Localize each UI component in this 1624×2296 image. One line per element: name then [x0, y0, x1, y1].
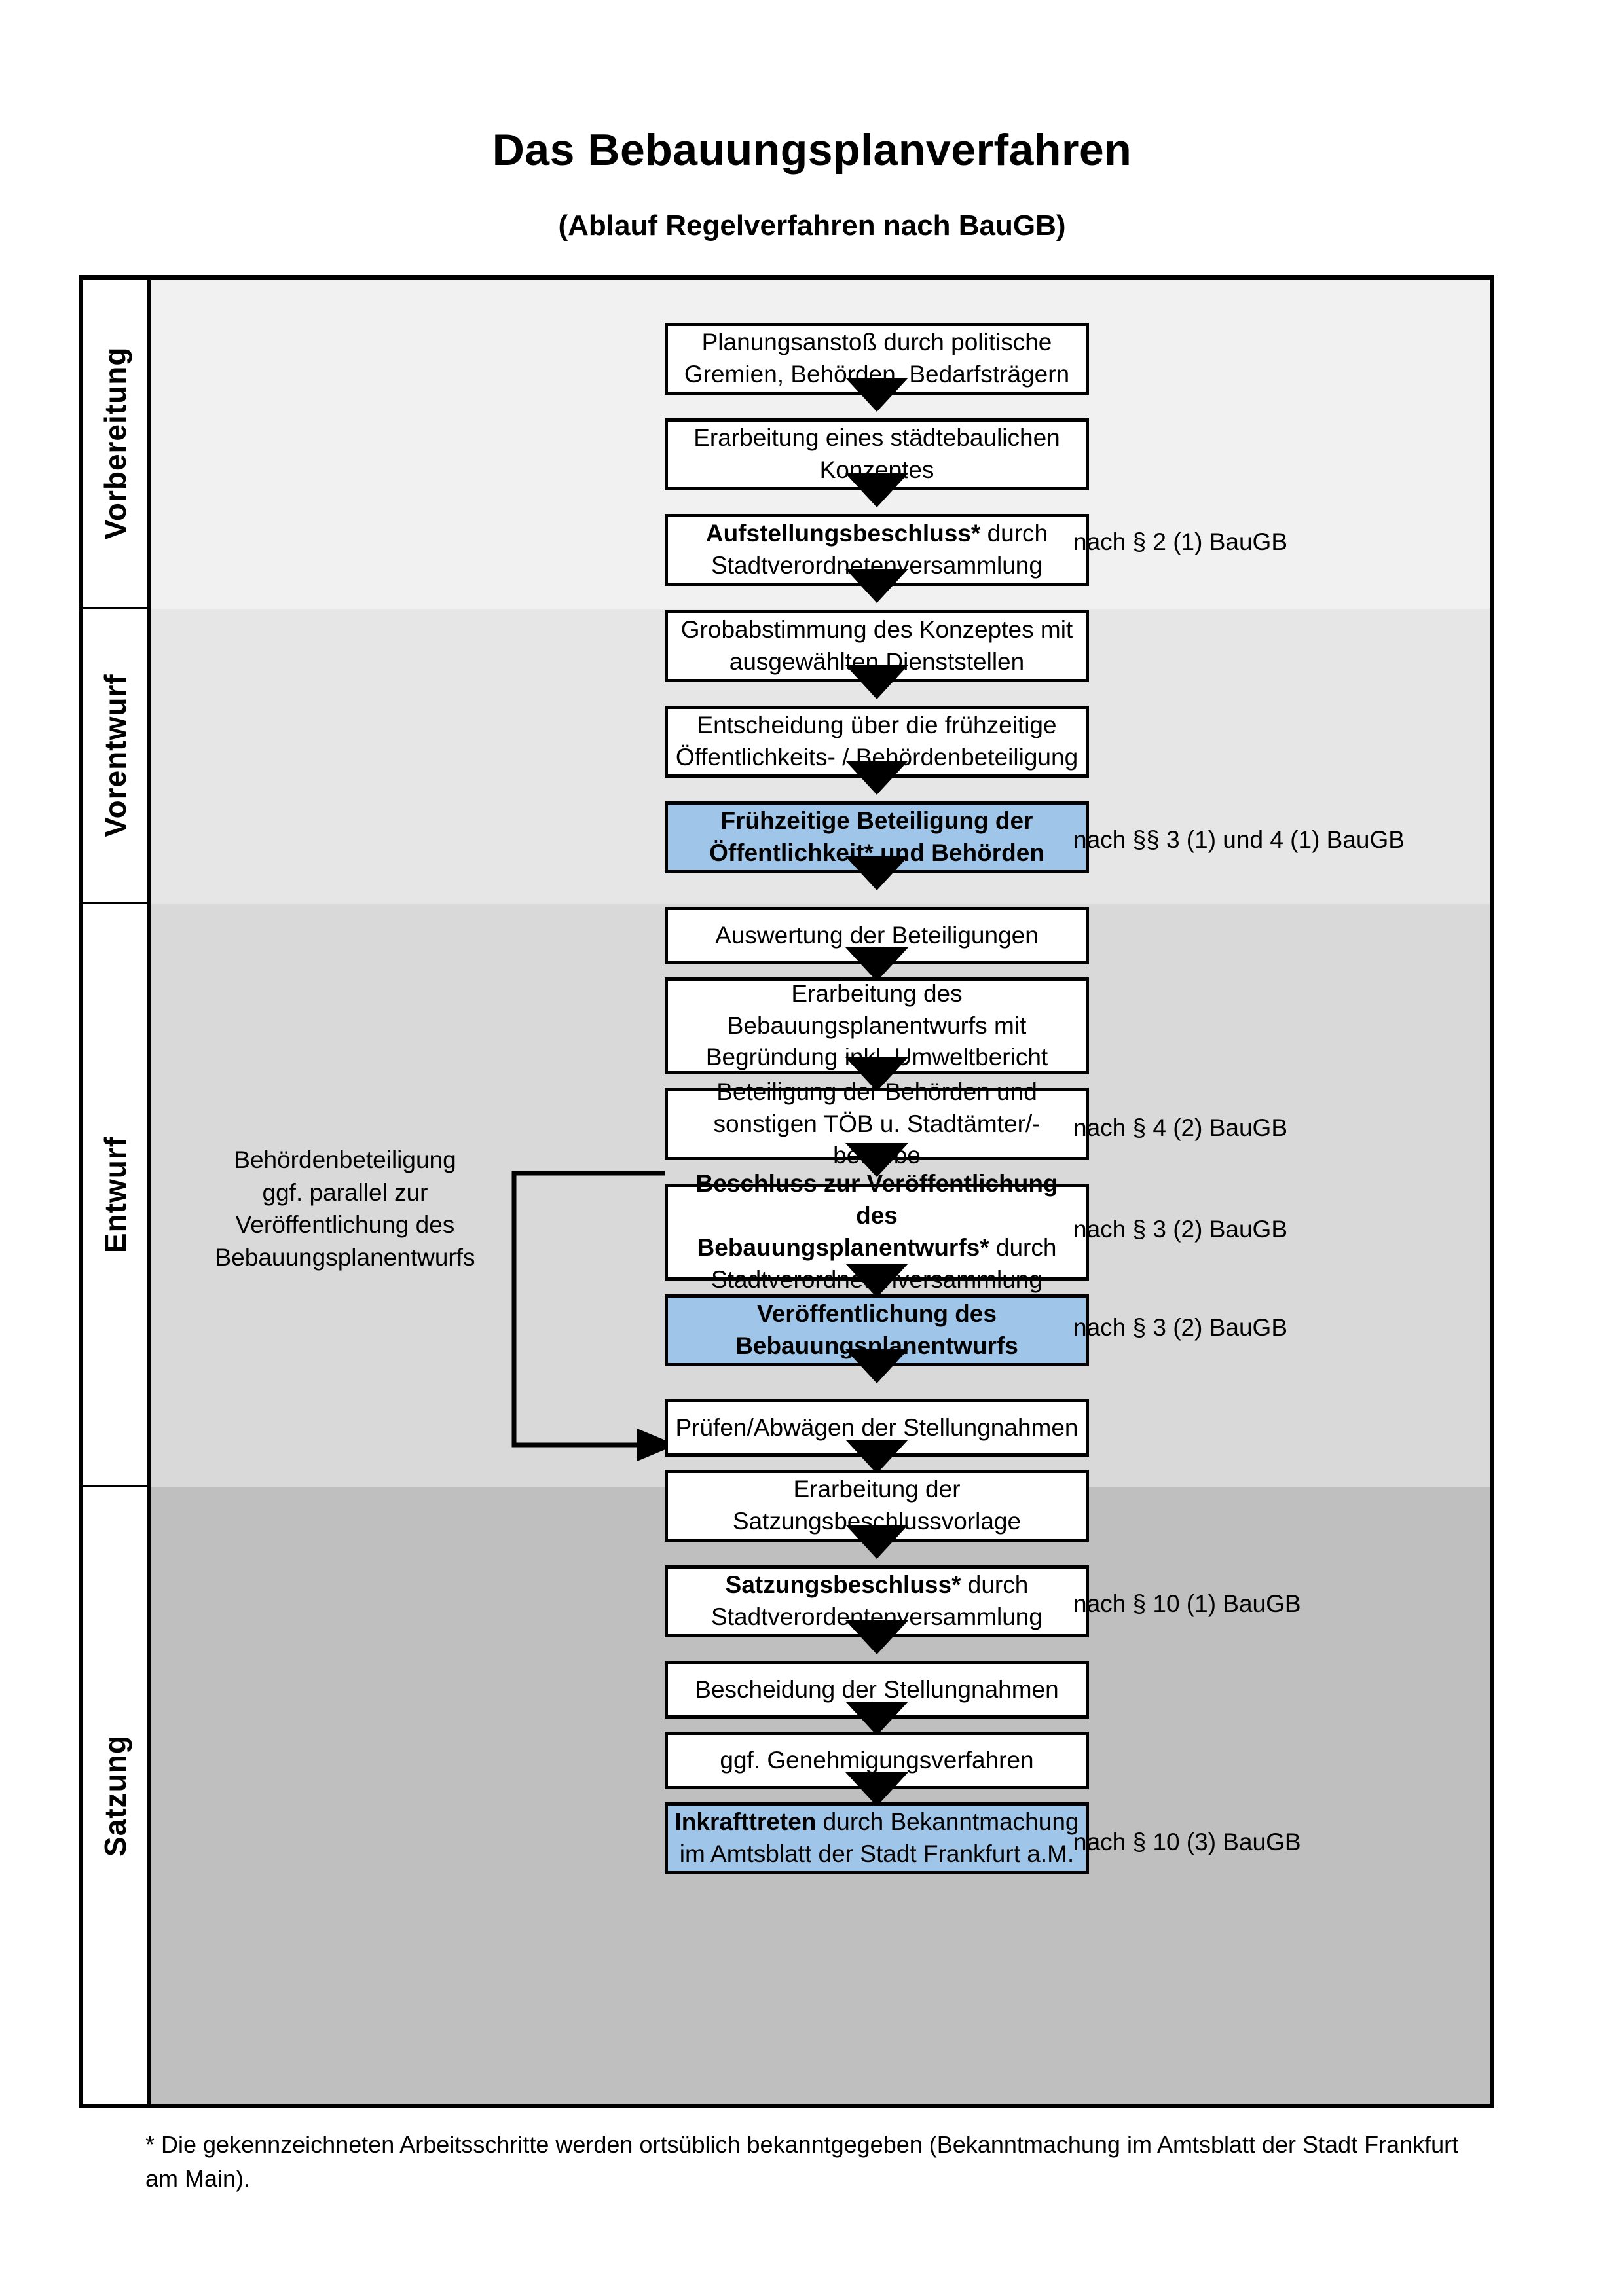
arrow-down-icon: [845, 947, 908, 981]
phase-label-entwurf: Entwurf: [98, 1136, 132, 1254]
process-step-auswertung[interactable]: Auswertung der Beteiligungen: [665, 907, 1089, 964]
legal-reference-ref-par3-2b: nach § 3 (2) BauGB: [1073, 1314, 1288, 1341]
process-step-line: Bebauungsplanentwurfs mit: [727, 1011, 1027, 1039]
process-step-line: Prüfen/Abwägen der Stellungnahmen: [675, 1413, 1079, 1441]
arrow-down-icon: [845, 856, 908, 890]
phase-column-satzung: Satzung: [83, 1487, 147, 2104]
arrow-down-icon: [845, 1525, 908, 1559]
arrow-down-icon: [845, 1440, 908, 1474]
process-step-line: Aufstellungsbeschluss* durch: [705, 520, 1048, 547]
arrow-down-icon: [845, 761, 908, 795]
process-step-line: Frühzeitige Beteiligung der: [720, 807, 1033, 835]
process-step-line: im Amtsblatt der Stadt Frankfurt a.M.: [679, 1840, 1075, 1867]
arrow-down-icon: [845, 1143, 908, 1177]
legal-reference-ref-par10-3: nach § 10 (3) BauGB: [1073, 1829, 1301, 1855]
phase-column-divider: [147, 280, 151, 2104]
process-step-bescheidung[interactable]: Bescheidung der Stellungnahmen: [665, 1661, 1089, 1719]
process-step-line: Erarbeitung der: [793, 1476, 961, 1503]
legal-reference-ref-par4-2: nach § 4 (2) BauGB: [1073, 1114, 1288, 1141]
process-step-line: Erarbeitung eines städtebaulichen: [693, 424, 1060, 452]
parallel-process-note: Behördenbeteiligung ggf. parallel zur Ve…: [215, 1146, 475, 1271]
arrow-down-icon: [845, 1349, 908, 1383]
process-step-line: Beteiligung der Behörden und: [716, 1078, 1037, 1105]
legal-reference-ref-par3-2a: nach § 3 (2) BauGB: [1073, 1216, 1288, 1243]
arrow-down-icon: [845, 569, 908, 603]
arrow-down-icon: [845, 1264, 908, 1298]
legal-reference-ref-par2: nach § 2 (1) BauGB: [1073, 528, 1288, 555]
process-step-line: Inkrafttreten durch Bekanntmachung: [674, 1808, 1079, 1836]
phase-column-entwurf: Entwurf: [83, 904, 147, 1487]
arrow-down-icon: [845, 1702, 908, 1736]
phase-column-vorentwurf: Vorentwurf: [83, 609, 147, 904]
arrow-down-icon: [845, 473, 908, 507]
page-subtitle: (Ablauf Regelverfahren nach BauGB): [558, 210, 1066, 242]
process-step-line: Erarbeitung des: [791, 979, 963, 1007]
process-step-line: Veröffentlichung des: [757, 1300, 997, 1328]
process-step-line: ggf. Genehmigungsverfahren: [720, 1746, 1034, 1774]
flowchart-frame: Vorbereitung Vorentwurf Entwurf Satzung …: [79, 275, 1494, 2108]
process-step-line: Auswertung der Beteiligungen: [715, 921, 1039, 949]
process-step-line: Planungsanstoß durch politische: [701, 329, 1052, 356]
phase-column-vorbereitung: Vorbereitung: [83, 280, 147, 609]
process-step-line: Grobabstimmung des Konzeptes mit: [680, 616, 1073, 644]
page-title: Das Bebauungsplanverfahren: [492, 125, 1132, 175]
phase-label-satzung: Satzung: [98, 1734, 132, 1857]
footnote: * Die gekennzeichneten Arbeitsschritte w…: [145, 2131, 1459, 2193]
phase-label-vorbereitung: Vorbereitung: [98, 346, 132, 540]
legal-reference-ref-par3-4: nach §§ 3 (1) und 4 (1) BauGB: [1073, 826, 1405, 853]
legal-reference-ref-par10-1: nach § 10 (1) BauGB: [1073, 1590, 1301, 1617]
phase-label-vorentwurf: Vorentwurf: [98, 674, 132, 837]
process-step-line: Bebauungsplanentwurfs* durch: [697, 1234, 1057, 1261]
arrow-down-icon: [845, 1772, 908, 1806]
process-step-line: Beschluss zur Veröffentlichung des: [695, 1170, 1058, 1230]
process-step-line: Entscheidung über die frühzeitige: [697, 712, 1057, 739]
process-step-line: Bescheidung der Stellungnahmen: [695, 1675, 1059, 1703]
process-step-line: Satzungsbeschluss* durch: [725, 1571, 1029, 1599]
arrow-down-icon: [845, 378, 908, 412]
arrow-down-icon: [845, 1620, 908, 1654]
process-step-inkrafttreten[interactable]: Inkrafttreten durch Bekanntmachung im Amt…: [665, 1802, 1089, 1874]
arrow-down-icon: [845, 665, 908, 699]
arrow-down-icon: [845, 1057, 908, 1091]
